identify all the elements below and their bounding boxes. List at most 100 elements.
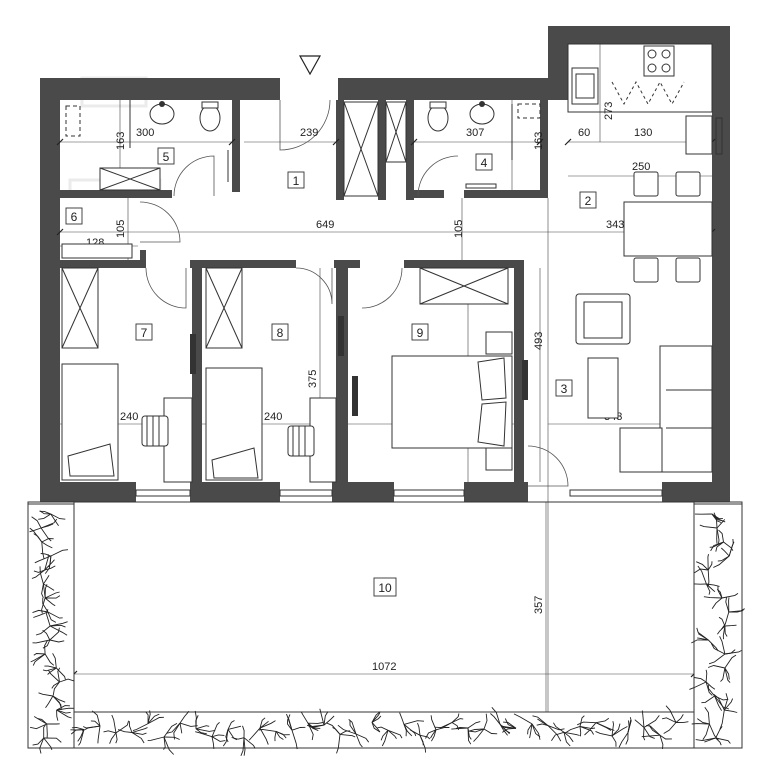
plant-branch [240,737,245,756]
plant-branch [349,720,357,735]
plant-branch [724,624,737,627]
plant-branch [49,627,60,641]
plant-branch [371,722,381,733]
plant-branch [697,565,707,585]
plant-branch [41,541,45,559]
plant-branch [451,718,464,723]
plant-branch [71,726,85,730]
plant-branch [371,712,381,723]
dim-105-left: 105 [115,220,127,238]
plant-branch [44,665,57,669]
plant-branch [52,681,60,696]
chair [633,257,659,283]
plant-branch [231,737,245,740]
plant-branch [691,639,709,644]
plant-branch [50,513,59,527]
plant-branch [291,726,306,731]
plant-branch [30,653,46,663]
cabinet [61,243,133,259]
plant-branch [44,565,56,571]
plant-branch [625,732,629,745]
plant-branch [56,709,72,719]
plant-branch [715,737,731,744]
plant-branch [713,693,725,711]
plant-branch [718,616,726,627]
plant-branch [696,627,709,641]
plant-branch [483,713,488,730]
plant-branch [147,716,164,724]
svg-text:1: 1 [293,174,300,188]
plant-branch [716,527,720,544]
plant-branch [641,710,645,728]
svg-text:8: 8 [277,326,284,340]
furniture [61,43,713,483]
plant-branch [722,625,726,640]
plant-branch [243,737,256,749]
plant-branch [248,727,261,741]
plant-branch [307,723,314,741]
plant-branch [131,727,148,733]
room-5-label: 5 [157,147,175,165]
plant-branch [409,729,421,736]
plant-branch [467,727,472,745]
plant-branch [504,718,517,729]
shower-tray [517,103,541,119]
plant-branch [147,736,165,741]
plant-branch [419,734,431,740]
dim-163-bath4: 163 [533,132,545,150]
room-8-label: 8 [271,323,289,341]
plant-branch [45,595,61,599]
plant-branch [33,569,45,573]
plant-branch [163,736,175,755]
plant-branch [711,513,722,523]
plant-branch [611,735,617,747]
plant-branch [179,723,183,734]
plant-branch [33,716,48,725]
room-4-label: 4 [475,153,493,171]
plant-branch [689,681,707,690]
plant-branch [665,705,677,723]
plant-branch [563,732,571,747]
plant-branch [473,728,485,742]
plant-branch [717,586,723,599]
plant-branch [275,730,287,739]
plant-branch [43,583,55,591]
plant-branch [103,730,117,734]
plant-branch [721,611,730,630]
plant-branch [502,727,517,733]
plant-branch [723,541,734,551]
plant-branch [30,723,47,730]
sofa [659,345,713,473]
plant-branch [332,727,341,735]
plant-branch [32,639,50,644]
plant-branch [381,730,389,747]
dim-357: 357 [533,596,545,614]
plant-branch [259,717,266,729]
plant-branch [697,718,710,725]
plant-branch [42,667,57,672]
plant-branch [222,729,229,747]
plant-branch [227,725,242,730]
plant-branch [499,723,508,736]
plant-branch [430,715,437,730]
plant-branch [91,710,101,727]
plant-branch [675,721,689,723]
plant-branch [32,609,48,614]
plant-branch [337,724,357,735]
plant-branch [195,731,213,738]
plant-branch [45,695,54,709]
plant-branch [42,629,51,641]
plant-branch [147,713,160,724]
plant-branch [309,724,325,727]
plant-branch [44,554,49,571]
plant-branch [709,541,724,548]
plant-branch [41,541,53,549]
plant-branch [483,728,498,735]
plant-branch [724,667,731,683]
plant-branch [595,717,610,724]
plant-branch [166,722,181,734]
plant-branch [380,729,389,741]
plant-branch [50,549,69,557]
dim-649: 649 [316,219,334,231]
plant-branch [33,611,49,618]
